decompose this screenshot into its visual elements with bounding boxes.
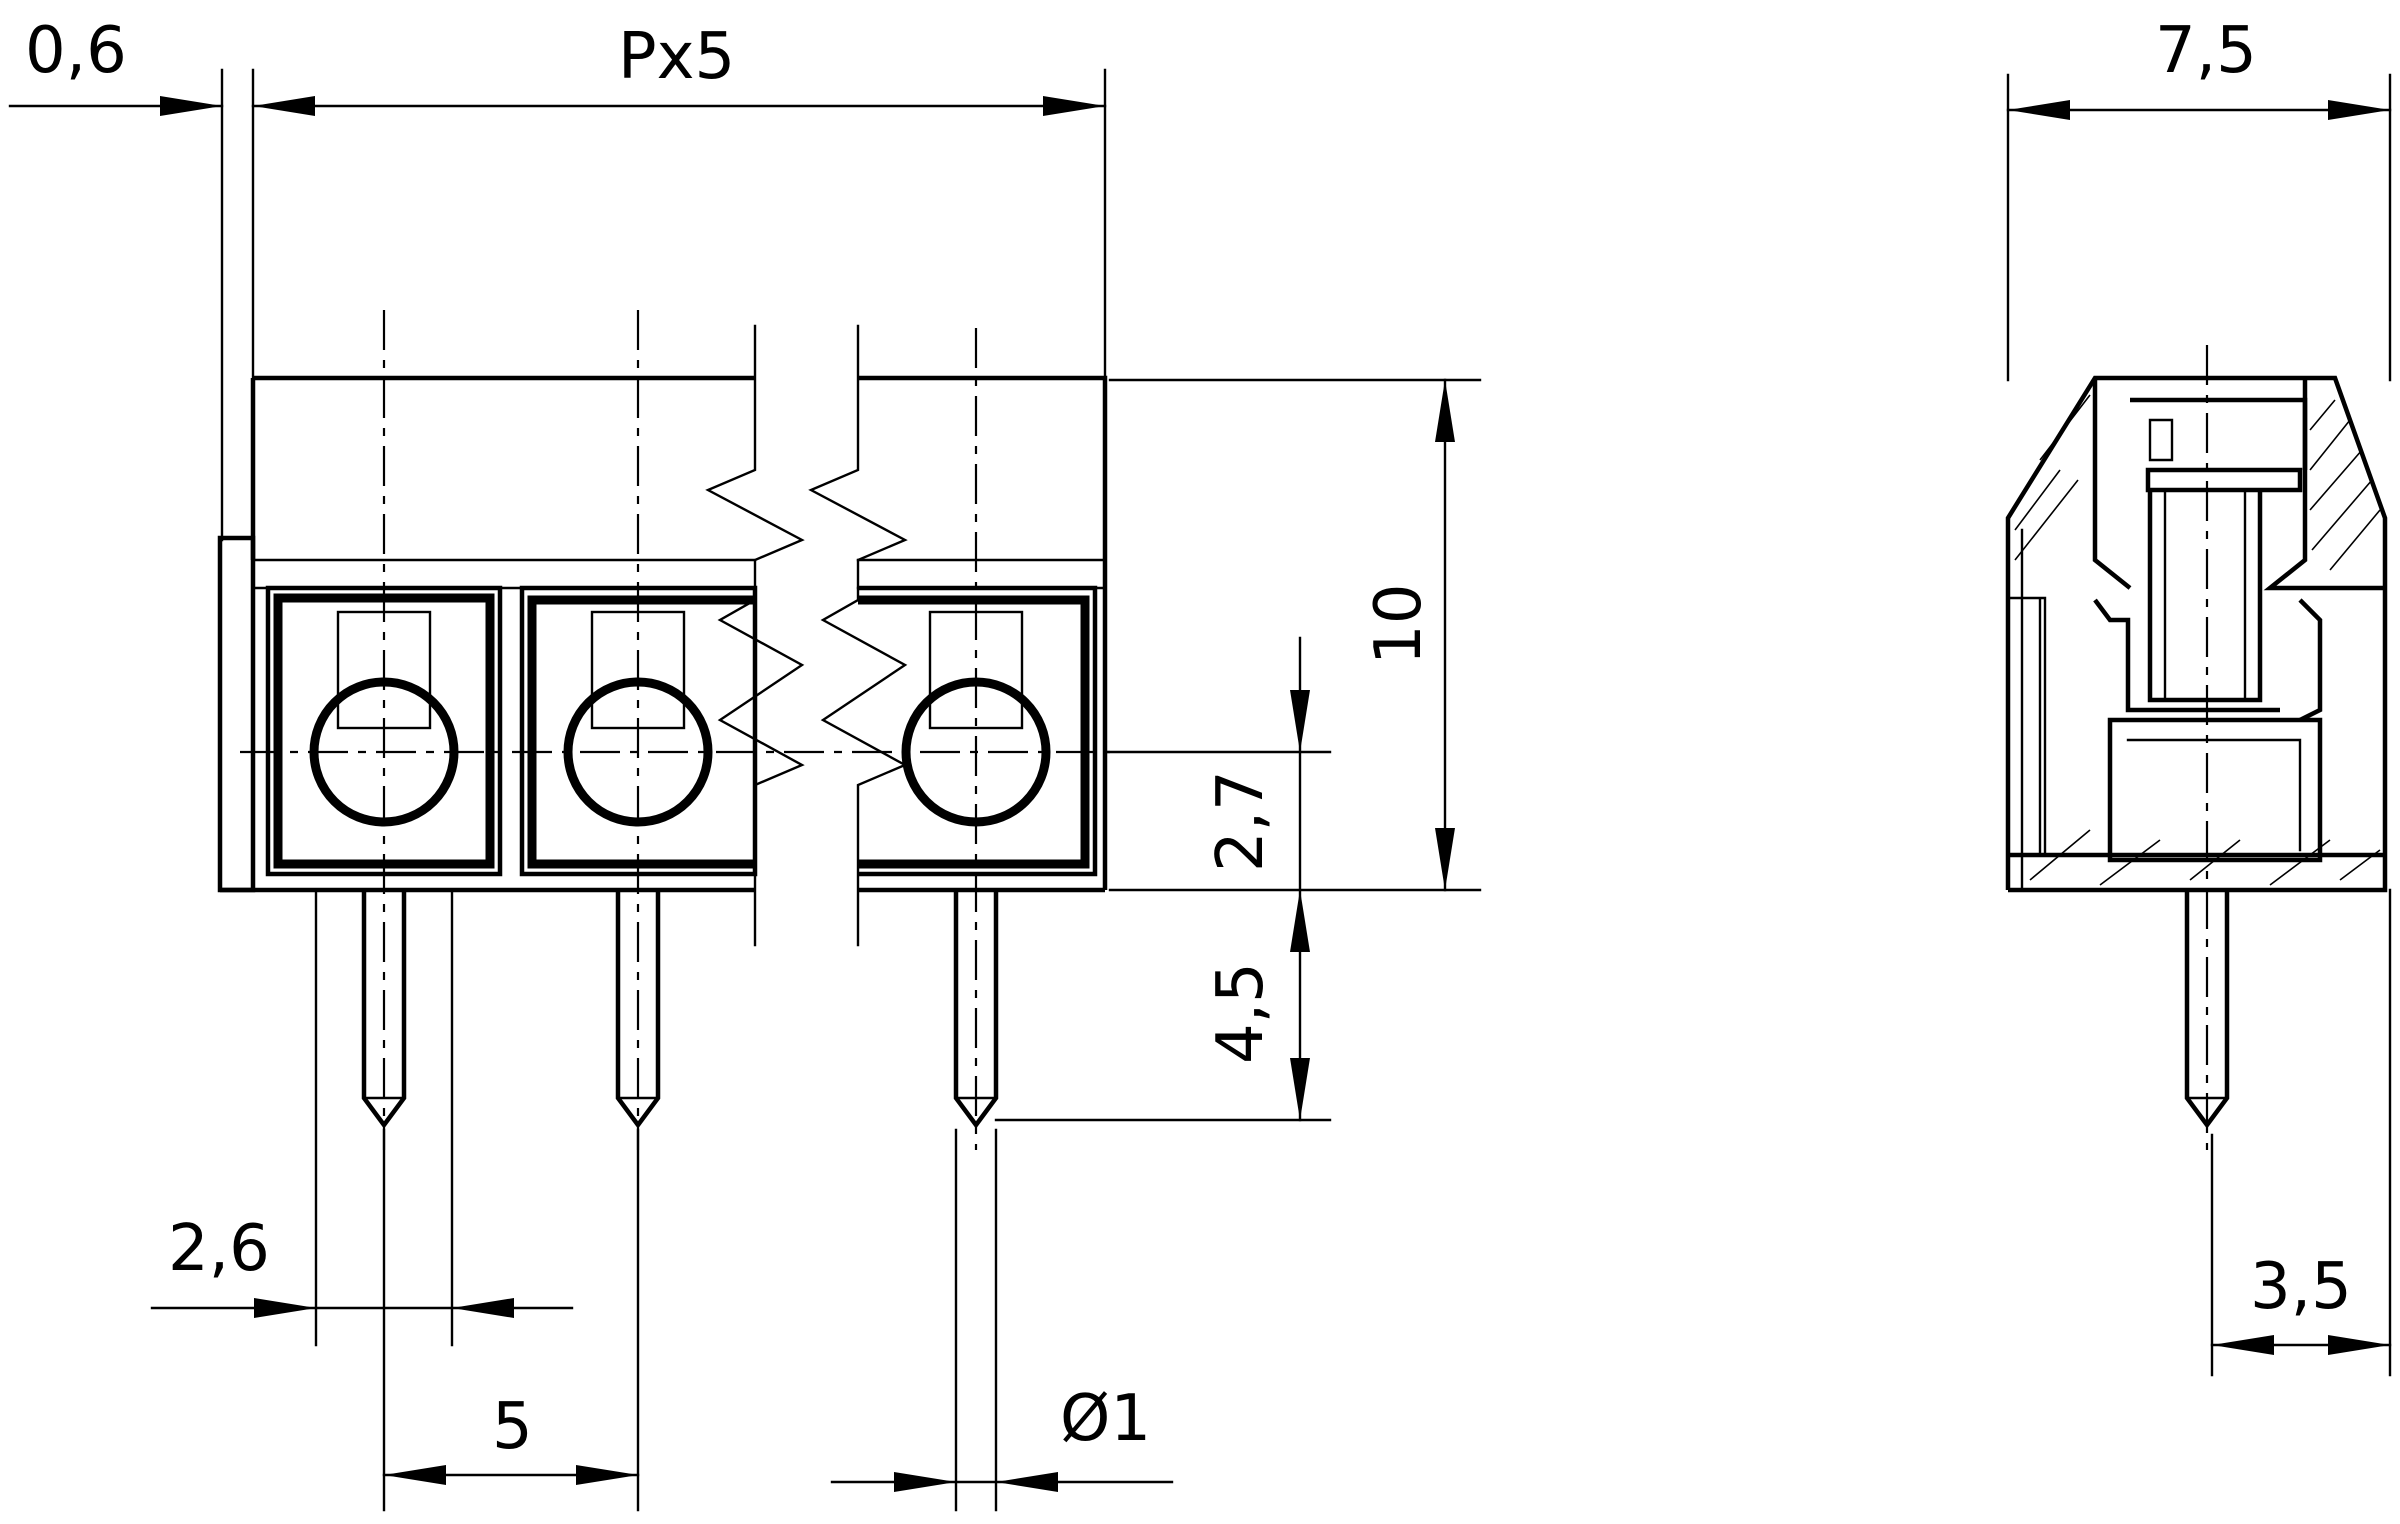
dimension-labels: 0,6 Px5 7,5 10 2,7 4,5 2,6 5 Ø1 3,5: [25, 14, 2352, 1464]
break-lines: [705, 324, 908, 947]
side-view: [2005, 345, 2388, 1150]
dim-pin-length-label: 4,5: [1204, 962, 1278, 1064]
dim-side-offset-label: 3,5: [2250, 1250, 2352, 1324]
dim-height-label: 10: [1362, 584, 1436, 665]
dim-offset-label: 0,6: [25, 14, 127, 88]
dim-pin-diameter-label: Ø1: [1060, 1382, 1151, 1456]
dim-pin-center-label: 2,7: [1204, 770, 1278, 872]
dim-depth-label: 7,5: [2155, 14, 2257, 88]
dim-length-label: Px5: [618, 20, 735, 94]
front-center-lines: [240, 310, 1110, 1150]
front-left-tab: [217, 535, 256, 893]
front-view: [217, 310, 1110, 1150]
dim-body-width-label: 2,6: [168, 1212, 270, 1286]
dim-pitch-label: 5: [492, 1390, 533, 1464]
side-outline: [2005, 375, 2388, 893]
side-hatching: [2014, 394, 2381, 886]
dimension-lines: [8, 68, 2392, 1512]
